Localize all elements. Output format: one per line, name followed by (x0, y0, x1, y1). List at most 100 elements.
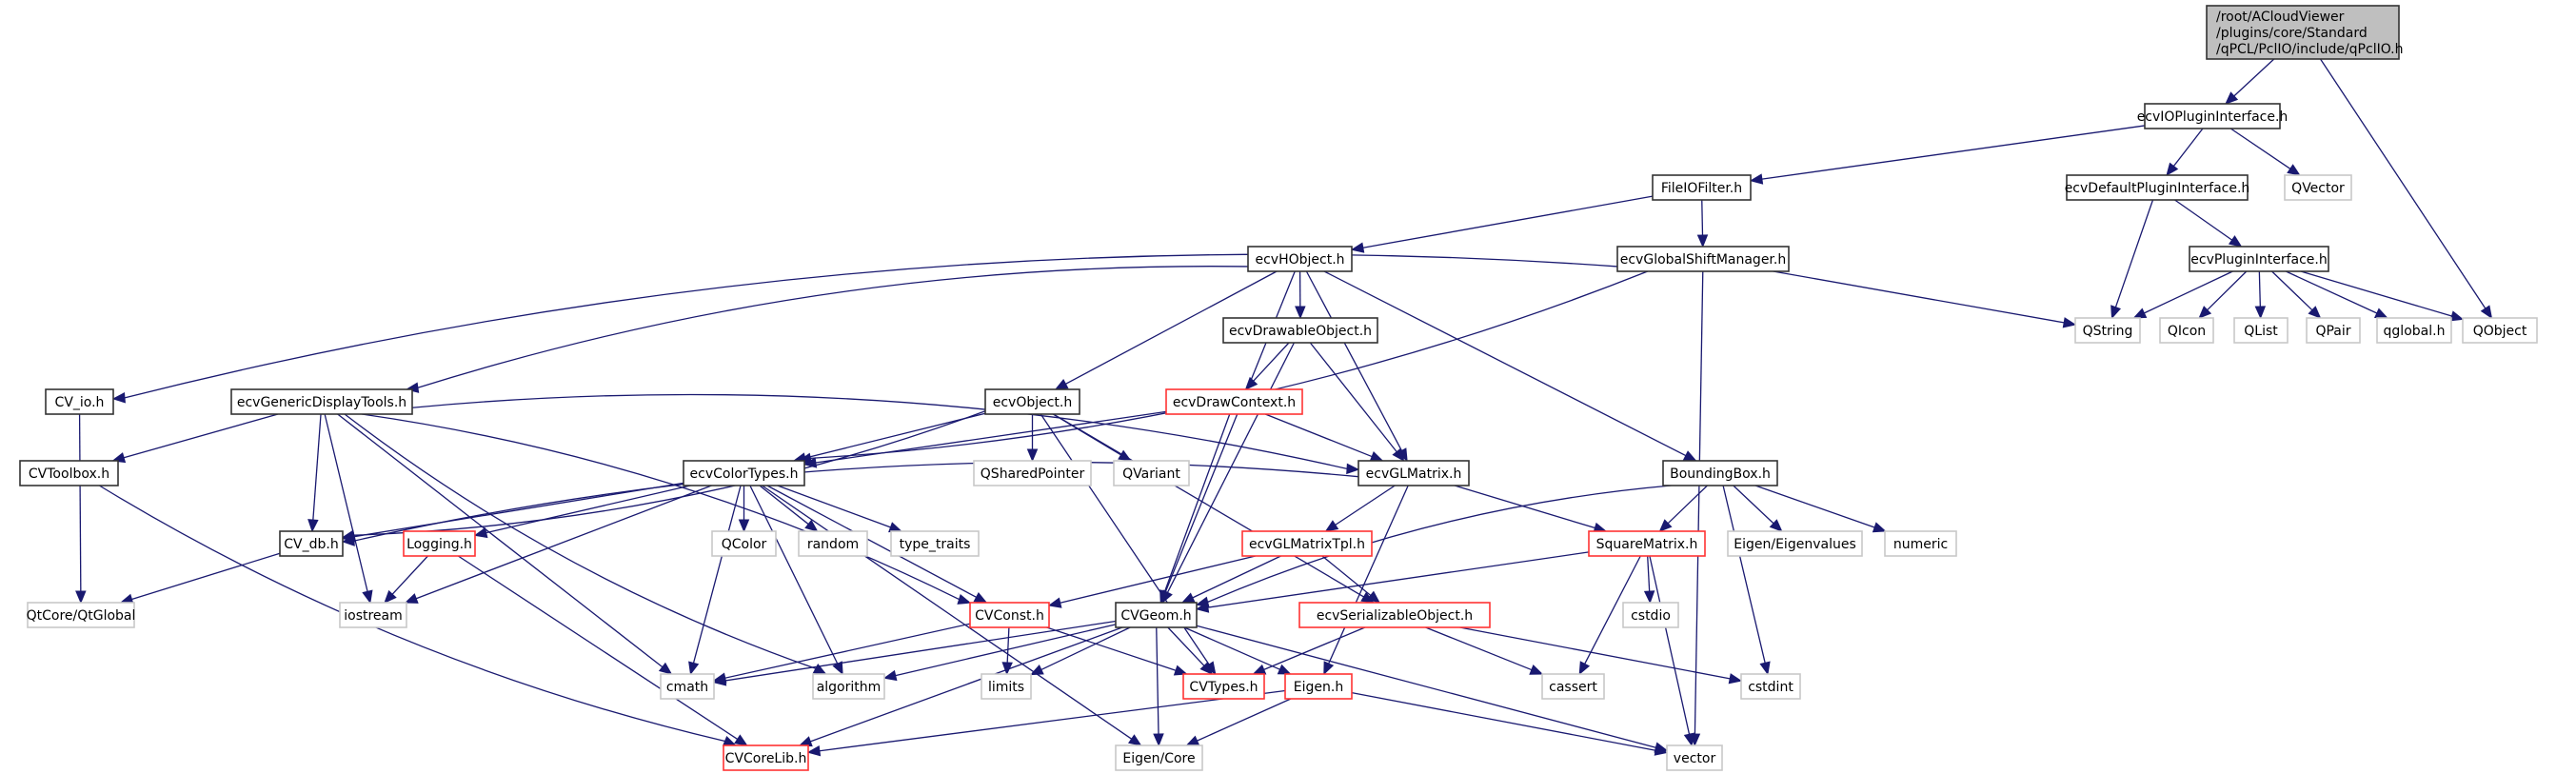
node-label: iostream (344, 608, 403, 624)
edge-line (1309, 342, 1397, 453)
node-CV_io[interactable]: CV_io.h (45, 388, 114, 415)
edge-ecvGLMatrix-to-Eigen (1323, 485, 1409, 676)
edge-ecvGenericDisplayTools-to-iostream (324, 413, 373, 605)
edge-line (324, 413, 368, 592)
node-CVCoreLib[interactable]: CVCoreLib.h (723, 744, 809, 771)
edge-ecvPluginInterface-to-QList (2254, 270, 2267, 320)
node-CVToolbox[interactable]: CVToolbox.h (19, 460, 119, 486)
node-ecvSerializableObject[interactable]: ecvSerializableObject.h (1298, 602, 1491, 628)
edge-BoundingBox-to-EigenEigenvalues (1733, 485, 1783, 532)
arrowhead-icon (738, 519, 750, 533)
arrowhead-icon (1277, 664, 1292, 675)
edge-ecvGenericDisplayTools-to-ecvGLMatrix (411, 393, 1360, 475)
edge-line (2172, 128, 2204, 167)
edge-line (759, 485, 809, 526)
edge-line (353, 482, 684, 538)
node-ecvHObject[interactable]: ecvHObject.h (1247, 246, 1353, 272)
edge-root-to-ecvIOPluginInterface (2225, 58, 2275, 105)
node-root[interactable]: /root/ACloudViewer/plugins/core/Standard… (2206, 5, 2404, 60)
node-box (660, 673, 715, 700)
node-ecvGenericDisplayTools[interactable]: ecvGenericDisplayTools.h (230, 388, 413, 415)
edge-CVToolbox-to-CVCoreLib (98, 485, 737, 746)
edge-ecvGLMatrixTpl-to-CVConst (1047, 555, 1256, 608)
edge-line (1207, 551, 1590, 608)
node-box (2376, 317, 2452, 344)
node-ecvGlobalShiftManager[interactable]: ecvGlobalShiftManager.h (1616, 246, 1790, 272)
node-label: BoundingBox.h (1670, 466, 1771, 482)
node-Logging[interactable]: Logging.h (403, 530, 476, 557)
node-ecvPluginInterface[interactable]: ecvPluginInterface.h (2189, 246, 2329, 272)
edge-line (1649, 555, 1691, 735)
node-label: ecvIOPluginInterface.h (2137, 109, 2289, 125)
edge-ecvIOPluginInterface-to-ecvDefaultPluginInterface (2166, 128, 2204, 177)
node-cmath: cmath (660, 673, 715, 700)
node-Eigen[interactable]: Eigen.h (1284, 673, 1353, 700)
node-label: ecvGLMatrix.h (1366, 466, 1462, 482)
edge-line (2285, 270, 2378, 314)
node-QVariant: QVariant (1113, 460, 1190, 486)
edge-line (1053, 413, 1364, 598)
edge-line (1722, 485, 1766, 664)
node-QColor: QColor (711, 530, 777, 557)
node-CV_db[interactable]: CV_db.h (279, 530, 344, 557)
node-ecvObject[interactable]: ecvObject.h (984, 388, 1080, 415)
node-ecvIOPluginInterface[interactable]: ecvIOPluginInterface.h (2137, 103, 2289, 129)
arrowhead-icon (798, 736, 813, 747)
node-label: ecvGlobalShiftManager.h (1620, 252, 1786, 268)
edge-line (1006, 626, 1010, 664)
edge-line (2300, 270, 2452, 317)
edge-CVGeom-to-Eigen (1183, 626, 1292, 675)
arrowhead-icon (888, 522, 902, 533)
edge-ecvColorTypes-to-EigenCore (762, 485, 1142, 746)
node-BoundingBox[interactable]: BoundingBox.h (1662, 460, 1778, 486)
arrowhead-icon (882, 669, 898, 682)
arrowhead-icon (1029, 665, 1044, 676)
node-CVGeom[interactable]: CVGeom.h (1115, 602, 1198, 628)
edge-ecvHObject-to-ecvDrawableObject (1295, 270, 1306, 320)
node-ecvColorTypes[interactable]: ecvColorTypes.h (683, 460, 805, 486)
edge-line (1156, 626, 1159, 735)
arrowhead-icon (1350, 242, 1365, 253)
arrowhead-icon (1295, 306, 1306, 320)
edge-ecvHObject-to-ecvGLMatrix (1305, 270, 1408, 463)
node-ecvDrawContext[interactable]: ecvDrawContext.h (1165, 388, 1303, 415)
node-SquareMatrix[interactable]: SquareMatrix.h (1588, 530, 1706, 557)
edge-ecvGLMatrixTpl-to-ecvSerializableObject (1321, 555, 1381, 604)
node-box (1241, 530, 1373, 557)
node-ecvDefaultPluginInterface[interactable]: ecvDefaultPluginInterface.h (2065, 174, 2250, 201)
node-cassert: cassert (1541, 673, 1605, 700)
node-label: cstdio (1631, 608, 1671, 624)
node-box (1247, 246, 1353, 272)
node-ecvDrawableObject[interactable]: ecvDrawableObject.h (1222, 317, 1378, 344)
edge-line (1207, 485, 1672, 603)
edge-line (1701, 199, 1704, 236)
edge-ecvGlobalShiftManager-to-vector (1689, 270, 1704, 747)
edge-ecvColorTypes-to-random (759, 485, 819, 532)
node-FileIOFilter[interactable]: FileIOFilter.h (1652, 174, 1752, 201)
arrowhead-icon (2166, 162, 2179, 177)
edge-line (1167, 626, 1205, 666)
node-box (1113, 460, 1190, 486)
node-box (973, 460, 1092, 486)
node-CVTypes[interactable]: CVTypes.h (1182, 673, 1265, 700)
nodes-layer: /root/ACloudViewer/plugins/core/Standard… (19, 5, 2538, 771)
edge-ecvDrawableObject-to-ecvDrawContext (1244, 342, 1290, 390)
edge-line (457, 555, 739, 740)
node-QString: QString (2074, 317, 2141, 344)
edge-line (1362, 195, 1654, 248)
edge-line (2144, 270, 2233, 314)
node-QObject: QObject (2462, 317, 2538, 344)
edge-line (124, 253, 1618, 399)
node-ecvGLMatrixTpl[interactable]: ecvGLMatrixTpl.h (1241, 530, 1373, 557)
edge-line (777, 485, 891, 528)
node-label: QtCore/QtGlobal (27, 608, 136, 624)
edge-line (1040, 413, 1210, 665)
edge-ecvGLMatrix-to-CV_db (341, 461, 1359, 546)
arrowhead-icon (1529, 665, 1544, 675)
arrowhead-icon (1728, 673, 1743, 685)
node-label: ecvDefaultPluginInterface.h (2065, 181, 2250, 196)
edge-ecvGlobalShiftManager-to-CV_io (111, 253, 1618, 404)
node-CVConst[interactable]: CVConst.h (969, 602, 1050, 628)
edge-ecvDrawContext-to-ecvGLMatrix (1264, 413, 1384, 462)
node-ecvGLMatrix[interactable]: ecvGLMatrix.h (1357, 460, 1470, 486)
